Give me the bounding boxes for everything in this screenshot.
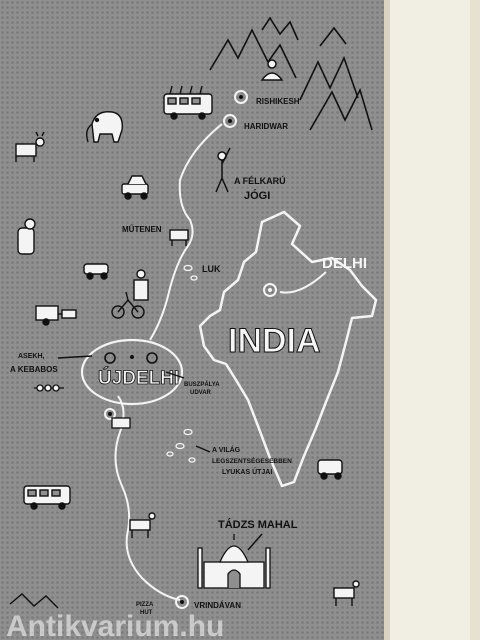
guard-figure-icon bbox=[17, 218, 36, 255]
label-pizza-line1: PIZZA bbox=[136, 602, 154, 608]
tuk-tuk-icon bbox=[317, 459, 343, 480]
cow-icon bbox=[333, 580, 360, 606]
delhi-arrow bbox=[279, 271, 327, 294]
label-felkaru-line1: A FÉLKARÚ bbox=[234, 175, 286, 186]
pothole-marks bbox=[166, 428, 196, 463]
label-haridwar: HARIDWAR bbox=[244, 122, 288, 131]
kebab-icon bbox=[34, 384, 64, 392]
label-pizza-line2: HUT bbox=[140, 610, 153, 616]
label-mutenen: MŰTENEN bbox=[122, 225, 162, 234]
car-icon bbox=[121, 175, 149, 200]
label-lyukas-line2: LEGSZENTSÉGESEBBEN bbox=[212, 456, 292, 465]
cow-icon bbox=[129, 512, 156, 538]
pothole-marks bbox=[183, 264, 198, 281]
label-lyukas-line3: LYUKAS ÚTJAI bbox=[222, 467, 272, 476]
ujdelhi-boundary bbox=[80, 338, 184, 406]
location-marker-rishikesh bbox=[234, 90, 248, 104]
car-icon bbox=[83, 263, 109, 280]
label-india: INDIA bbox=[228, 322, 321, 360]
label-buszpalya-line2: UDVAR bbox=[190, 390, 212, 396]
route-haridwar-to-ujdelhi bbox=[149, 123, 223, 341]
watermark-text: Antikvarium.hu bbox=[6, 610, 224, 640]
label-felkaru-line2: JÓGI bbox=[244, 189, 270, 202]
location-marker-delhi bbox=[263, 283, 277, 297]
location-marker-roadside bbox=[104, 408, 116, 420]
label-tadzs-mahal: TÁDZS MAHAL bbox=[218, 518, 298, 531]
cow-icon bbox=[15, 131, 45, 162]
label-vrindavan: VRINDÁVAN bbox=[194, 601, 241, 610]
page-gutter bbox=[384, 0, 390, 640]
label-lyukas-line1: A VILÁG bbox=[212, 445, 241, 454]
taj-mahal-icon bbox=[197, 534, 271, 589]
label-luk: LUK bbox=[202, 264, 221, 274]
tadzs-arrow bbox=[247, 533, 263, 551]
cow-icon bbox=[169, 229, 189, 246]
label-ujdelhi: ÚJDELHI bbox=[98, 367, 179, 389]
buszpalya-arrow bbox=[165, 371, 185, 379]
elephant-icon bbox=[85, 111, 123, 143]
hills-icon bbox=[9, 593, 59, 609]
location-marker-ujdelhi bbox=[104, 352, 158, 364]
label-delhi: DELHI bbox=[322, 255, 367, 272]
cyclist-icon bbox=[111, 291, 145, 319]
one-armed-yogi-icon bbox=[215, 147, 231, 193]
cow-icon bbox=[111, 417, 131, 429]
label-rishikesh: RISHIKESH bbox=[256, 97, 300, 106]
kebabos-arrow bbox=[57, 355, 93, 359]
bus-icon bbox=[163, 85, 213, 120]
mountains-icon bbox=[209, 16, 373, 131]
label-kebabos-line1: ASEKH, bbox=[18, 353, 45, 360]
india-outline bbox=[198, 210, 378, 488]
lyukas-arrow bbox=[195, 445, 211, 453]
rickshaw-icon bbox=[133, 269, 149, 301]
label-kebabos-line2: A KEBABOS bbox=[10, 365, 58, 374]
meditating-yogi-icon bbox=[260, 59, 284, 81]
bus-icon bbox=[23, 485, 71, 510]
location-marker-vrindavan bbox=[175, 595, 189, 609]
page-edge bbox=[470, 0, 480, 640]
oxcart-icon bbox=[35, 305, 77, 326]
label-buszpalya-line1: BUSZPÁLYA bbox=[184, 381, 220, 388]
location-marker-haridwar bbox=[223, 114, 237, 128]
